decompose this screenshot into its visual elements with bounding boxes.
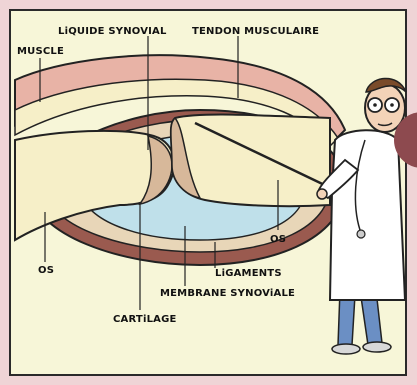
label-os-left: OS — [38, 265, 54, 276]
label-tendon-musculaire: TENDON MUSCULAIRE — [192, 26, 319, 37]
doctor-hand — [317, 189, 327, 199]
doctor-eye-right — [390, 103, 394, 107]
stethoscope-chest-piece — [357, 230, 365, 238]
doctor-shoe-right — [363, 342, 391, 352]
label-ligaments: LiGAMENTS — [215, 268, 282, 279]
label-liquide-synovial: LiQUIDE SYNOVIAL — [58, 26, 167, 37]
doctor-lab-coat — [330, 130, 405, 300]
doctor-eye-left — [373, 103, 377, 107]
label-muscle: MUSCLE — [17, 46, 64, 57]
doctor-shoe-left — [332, 344, 360, 354]
label-os-right: OS — [270, 234, 286, 245]
label-cartilage: CARTiLAGE — [113, 314, 177, 325]
label-membrane-synoviale: MEMBRANE SYNOViALE — [160, 288, 295, 299]
